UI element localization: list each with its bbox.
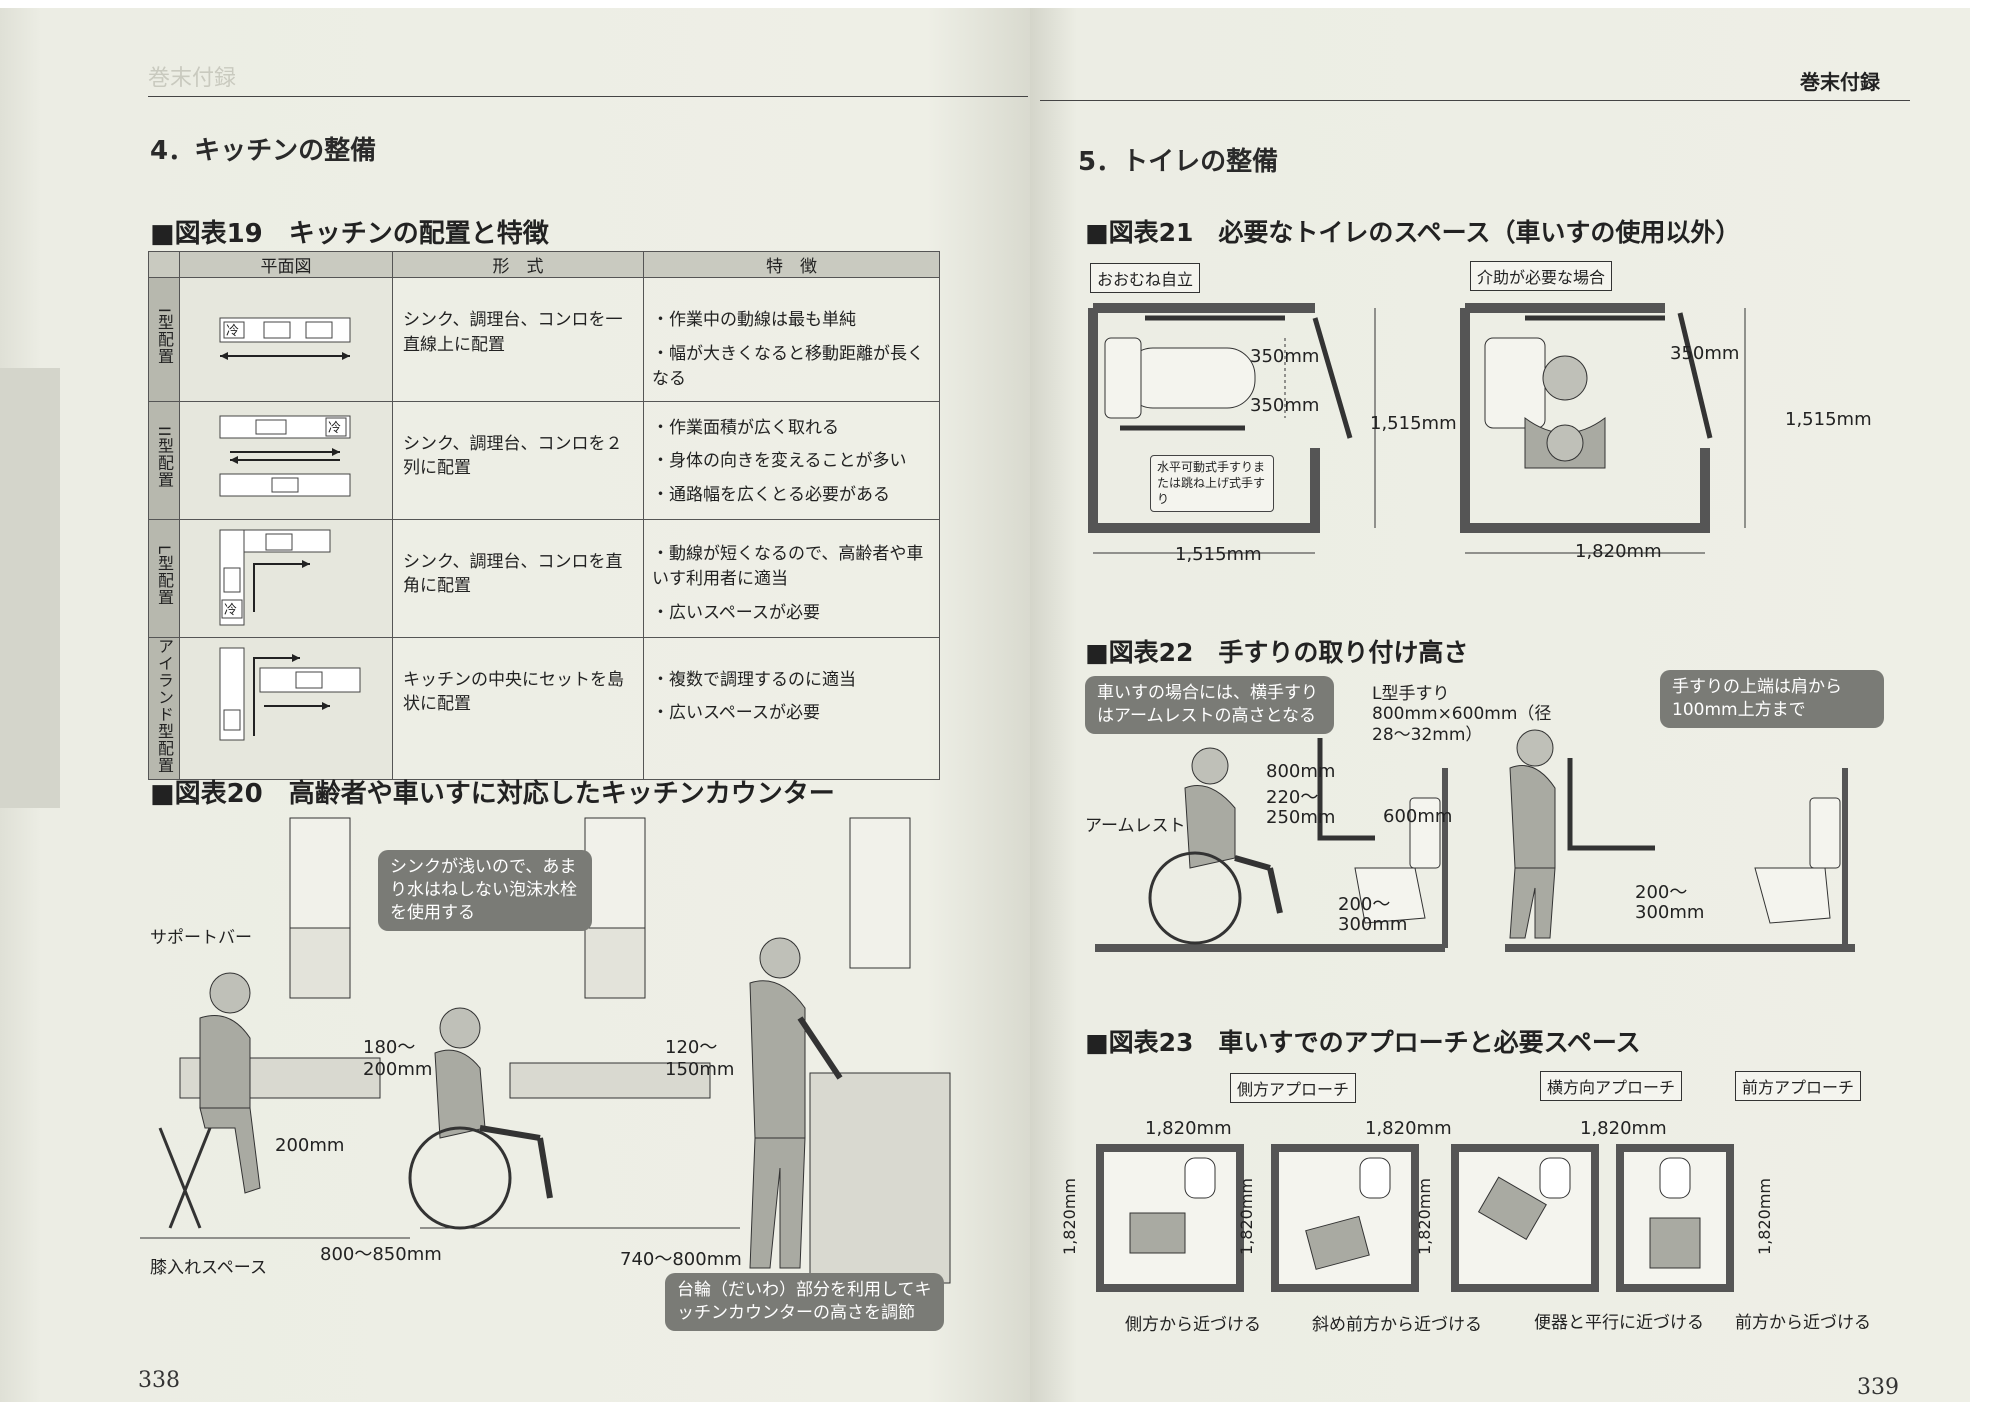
- fig22-title: ■図表22 手すりの取り付け高さ: [1085, 638, 1469, 667]
- dim-350-c: 350mm: [1670, 343, 1740, 364]
- feature-item: ・動線が短くなるので、高齢者や車いす利用者に適当: [652, 543, 924, 590]
- feature-item: ・複数で調理するのに適当: [652, 669, 856, 690]
- left-header-rule: [148, 96, 1028, 97]
- dim-350-a: 350mm: [1250, 346, 1320, 367]
- dim-350-b: 350mm: [1250, 395, 1320, 416]
- section-title-toilet: 5．トイレの整備: [1078, 147, 1279, 177]
- dim-width-3: 1,820mm: [1580, 1118, 1667, 1139]
- caption-front: 前方から近づける: [1735, 1313, 1871, 1333]
- plan-diagram-island-type: [179, 636, 393, 780]
- kitchen-counter-illustration: [140, 817, 951, 1284]
- page-number-left: 338: [138, 1368, 180, 1393]
- note-rail-type: 水平可動式手すりまたは跳ね上げ式手すり: [1150, 455, 1274, 512]
- table-header-features: 特 徴: [643, 251, 940, 278]
- form-l-type: シンク、調理台、コンロを直角に配置: [392, 518, 644, 638]
- tag-mostly-independent: おおむね自立: [1090, 263, 1201, 293]
- dim-600: 600mm: [1383, 806, 1453, 827]
- page-edge-shadow: [0, 368, 60, 808]
- plan-diagram-ii-type: 冷: [179, 400, 393, 520]
- dim-width-1: 1,820mm: [1145, 1118, 1232, 1139]
- table-header-form: 形 式: [392, 251, 644, 278]
- right-header: 巻末付録: [1800, 70, 1880, 94]
- label-support-bar: サポートバー: [150, 928, 252, 948]
- features-l-type: ・動線が短くなるので、高齢者や車いす利用者に適当 ・広いスペースが必要: [643, 518, 940, 638]
- right-header-rule: [1040, 100, 1910, 101]
- label-armrest: アームレスト: [1085, 816, 1186, 836]
- toilet-space-diagram: [1088, 303, 1746, 554]
- fig21-title: ■図表21 必要なトイレのスペース（車いすの使用以外）: [1085, 218, 1741, 247]
- table-row: I型配置 冷 シンク、調理台、コンロを一直線上に配置 ・作業中の動線は最も単純 …: [148, 277, 940, 402]
- section-title-kitchen: 4．キッチンの整備: [150, 136, 377, 166]
- dim-180-200: 180～200mm: [363, 1037, 433, 1080]
- dim-height-4: 1,820mm: [1755, 1178, 1774, 1255]
- callout-sink-faucet: シンクが浅いので、あまり水はねしない泡沫水栓を使用する: [378, 850, 592, 931]
- form-ii-type: シンク、調理台、コンロを２列に配置: [392, 400, 644, 520]
- feature-item: ・広いスペースが必要: [652, 703, 820, 723]
- dim-height-3: 1,820mm: [1415, 1178, 1434, 1255]
- plan-diagram-l-type: 冷: [179, 518, 393, 638]
- dim-200-300-a: 200～300mm: [1338, 894, 1408, 935]
- tag-side-approach: 側方アプローチ: [1230, 1073, 1357, 1103]
- callout-rail-top: 手すりの上端は肩から100mm上方まで: [1660, 670, 1884, 728]
- form-island-type: キッチンの中央にセットを島状に配置: [392, 636, 644, 780]
- callout-wheelchair-rail: 車いすの場合には、横手すりはアームレストの高さとなる: [1085, 676, 1334, 734]
- row-label-l-type: L型配置: [148, 518, 180, 638]
- tag-assistance-needed: 介助が必要な場合: [1470, 261, 1613, 291]
- dim-800-850: 800～850mm: [320, 1244, 442, 1265]
- table-row: L型配置 冷 シンク、調理台、コンロを直角に配置 ・動線が短くなるので、高齢者や…: [148, 518, 940, 638]
- dim-200: 200mm: [275, 1135, 345, 1156]
- dim-220-250: 220～250mm: [1266, 787, 1336, 828]
- row-label-island-type: アイランド型配置: [148, 636, 180, 780]
- left-page: 巻末付録 4．キッチンの整備 ■図表19 キッチンの配置と特徴 平面図 形 式 …: [0, 8, 1030, 1402]
- feature-item: ・幅が大きくなると移動距離が長くなる: [652, 343, 924, 390]
- feature-item: ・作業中の動線は最も単純: [652, 310, 856, 330]
- row-label-ii-type: II型配置: [148, 400, 180, 520]
- dim-width-2: 1,820mm: [1365, 1118, 1452, 1139]
- row-label-i-type: I型配置: [148, 277, 180, 402]
- caption-parallel: 便器と平行に近づける: [1534, 1313, 1704, 1333]
- tag-lateral-approach: 横方向アプローチ: [1540, 1071, 1683, 1101]
- right-page: 巻末付録 5．トイレの整備 ■図表21 必要なトイレのスペース（車いすの使用以外…: [1030, 8, 1970, 1402]
- dim-height-1: 1,820mm: [1060, 1178, 1079, 1255]
- table-header-plan: 平面図: [179, 251, 393, 278]
- label-knee-space: 膝入れスペース: [150, 1258, 267, 1278]
- feature-item: ・通路幅を広くとる必要がある: [652, 484, 890, 505]
- features-ii-type: ・作業面積が広く取れる ・身体の向きを変えることが多い ・通路幅を広くとる必要が…: [643, 400, 940, 520]
- feature-item: ・広いスペースが必要: [652, 602, 820, 623]
- kitchen-layout-table: 平面図 形 式 特 徴 I型配置 冷 シンク、調理台、コンロを一直線上に配置 ・…: [148, 251, 940, 780]
- table-row: アイランド型配置 キッチンの中央にセットを島状に配置 ・複数で調理するのに適当 …: [148, 636, 940, 780]
- page-number-right: 339: [1857, 1375, 1899, 1400]
- dim-1820-width: 1,820mm: [1575, 541, 1662, 562]
- left-header-ghost: 巻末付録: [148, 66, 237, 91]
- dim-1515-height-2: 1,515mm: [1785, 409, 1872, 430]
- svg-text:冷: 冷: [328, 421, 341, 436]
- feature-item: ・身体の向きを変えることが多い: [652, 451, 907, 471]
- caption-side: 側方から近づける: [1125, 1315, 1261, 1335]
- dim-740-800: 740～800mm: [620, 1249, 742, 1270]
- dim-1515-width: 1,515mm: [1175, 544, 1262, 565]
- fig20-title: ■図表20 高齢者や車いすに対応したキッチンカウンター: [150, 779, 835, 809]
- features-i-type: ・作業中の動線は最も単純 ・幅が大きくなると移動距離が長くなる: [643, 277, 940, 402]
- handrail-height-diagram: [1095, 729, 1855, 952]
- table-row: II型配置 冷 シンク、調理台、コンロを２列に配置 ・作業面積が広く取れる ・身…: [148, 400, 940, 520]
- table-header-blank: [148, 251, 180, 278]
- dim-200-300-b: 200～300mm: [1635, 882, 1705, 923]
- callout-base-plinth: 台輪（だいわ）部分を利用してキッチンカウンターの高さを調節: [665, 1273, 944, 1331]
- features-island-type: ・複数で調理するのに適当 ・広いスペースが必要: [643, 636, 940, 780]
- label-l-rail: L型手すり800mm×600mm（径28～32mm）: [1372, 684, 1552, 745]
- dim-1515-height: 1,515mm: [1370, 413, 1457, 434]
- dim-120-150: 120～150mm: [665, 1037, 735, 1080]
- approach-diagrams: [1096, 1144, 1734, 1292]
- dim-800: 800mm: [1266, 761, 1336, 782]
- plan-diagram-i-type: 冷: [179, 277, 393, 402]
- tag-front-approach: 前方アプローチ: [1735, 1071, 1862, 1101]
- form-i-type: シンク、調理台、コンロを一直線上に配置: [392, 277, 644, 402]
- feature-item: ・作業面積が広く取れる: [652, 417, 839, 438]
- caption-diagonal: 斜め前方から近づける: [1312, 1315, 1482, 1335]
- fig23-title: ■図表23 車いすでのアプローチと必要スペース: [1085, 1028, 1641, 1057]
- dim-height-2: 1,820mm: [1237, 1178, 1256, 1255]
- svg-text:冷: 冷: [224, 603, 237, 618]
- fridge-label-i: 冷: [226, 324, 239, 339]
- fig19-title: ■図表19 キッチンの配置と特徴: [150, 219, 549, 249]
